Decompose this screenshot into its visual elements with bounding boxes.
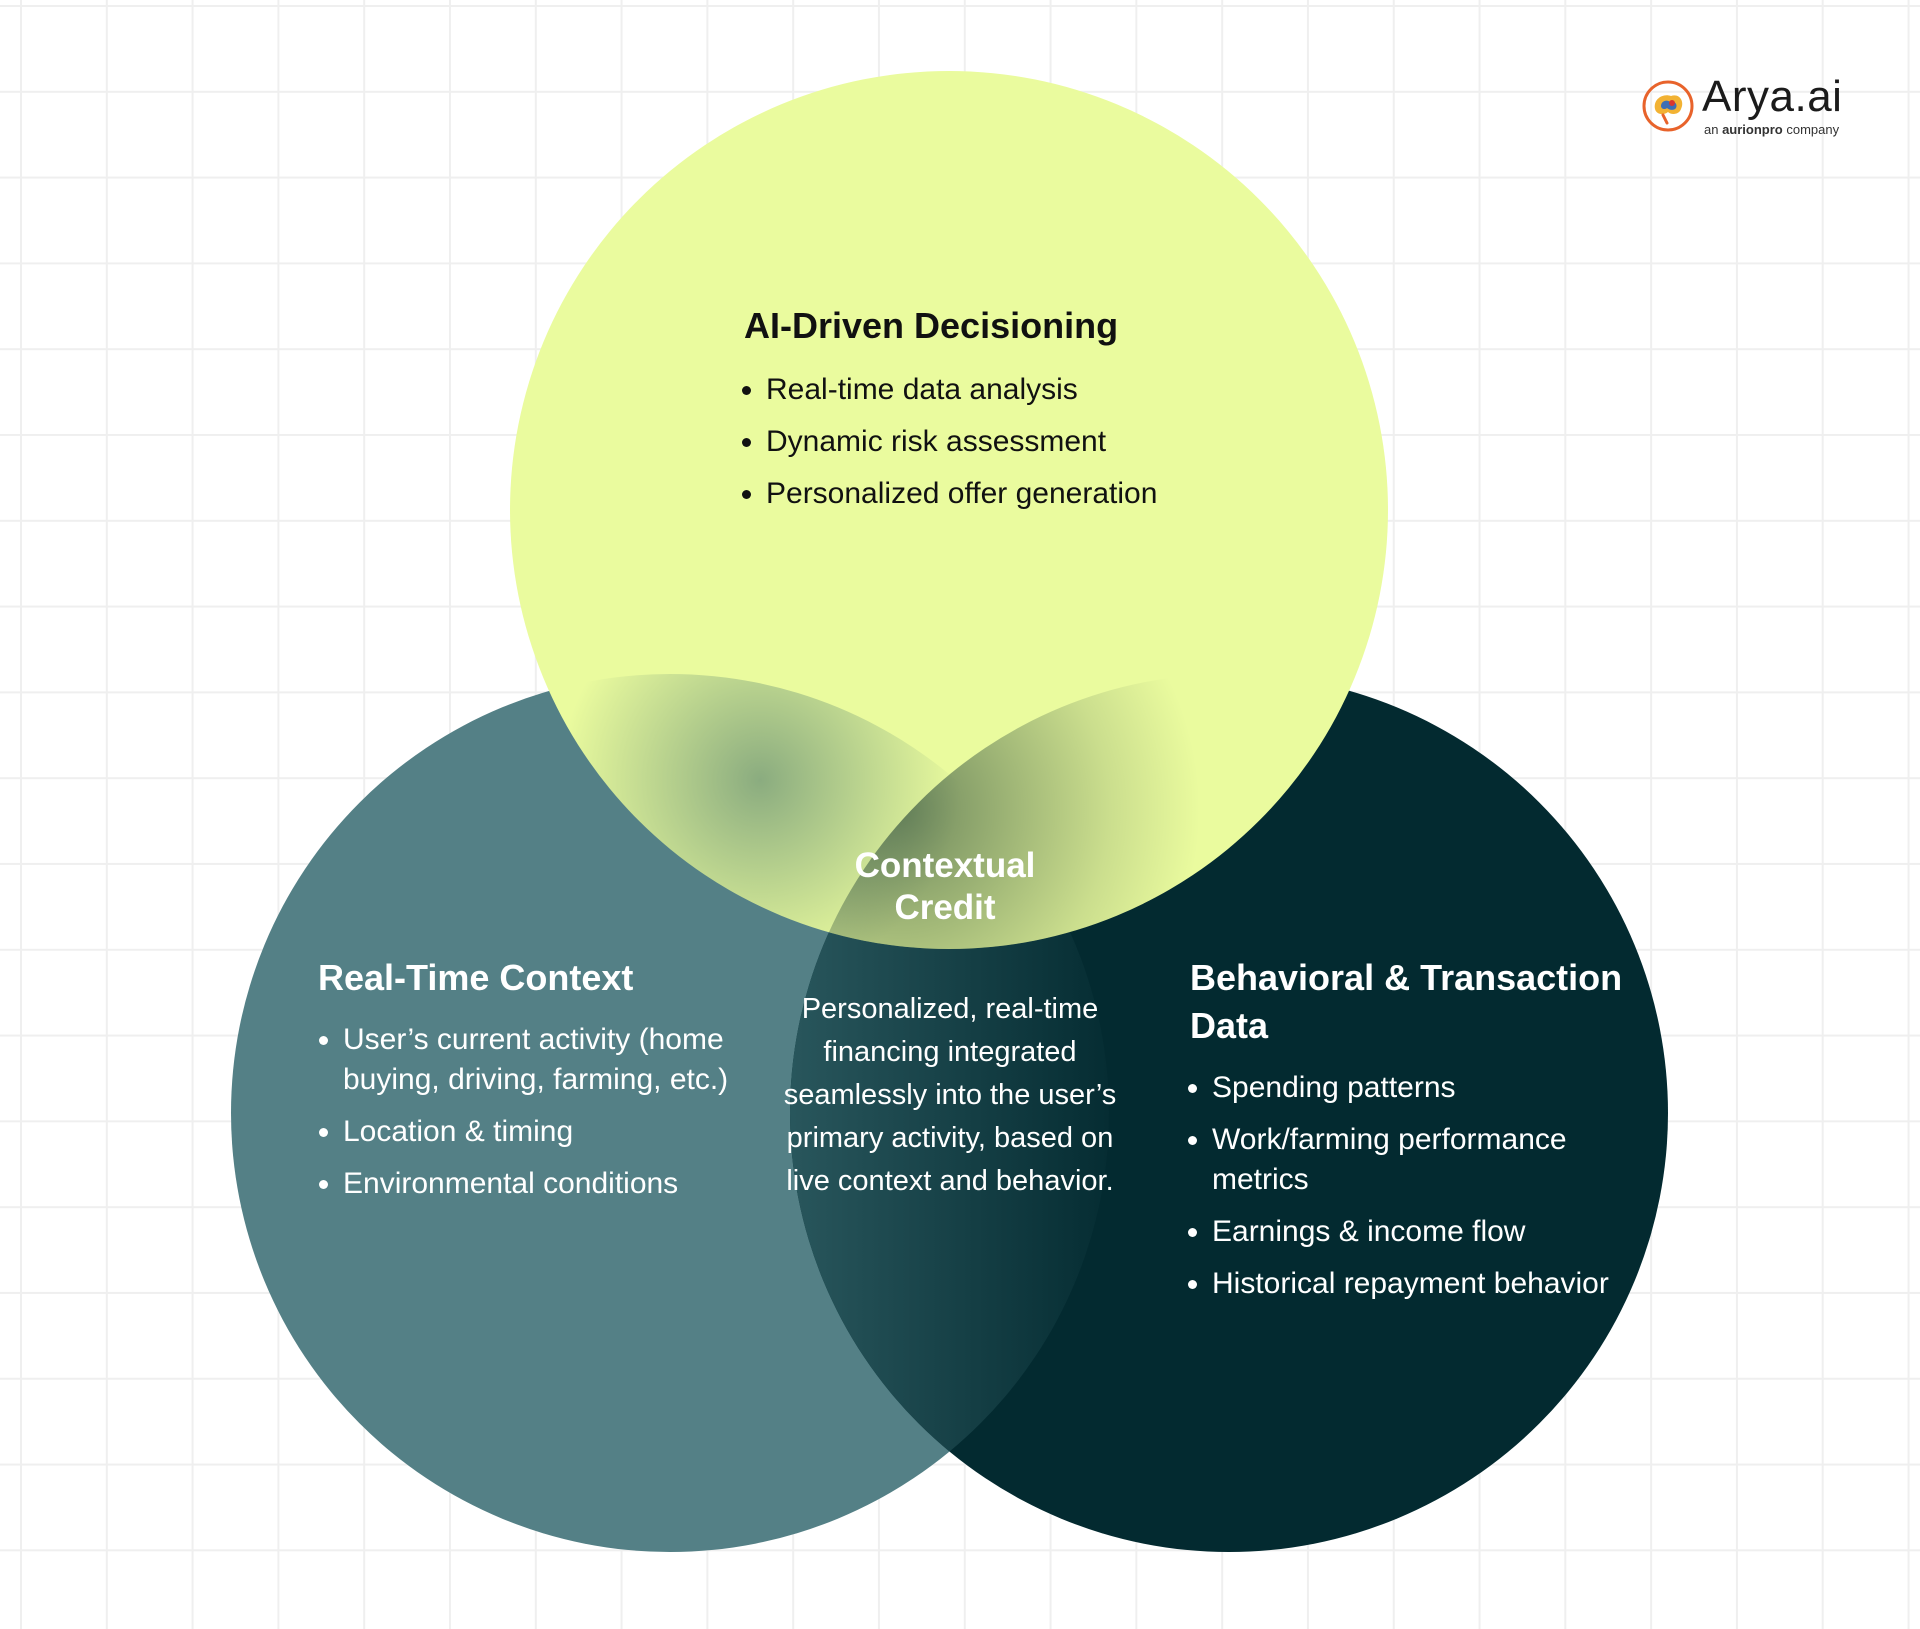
brain-logo-icon: [1642, 80, 1694, 132]
right-bullet-item: Earnings & income flow: [1212, 1212, 1652, 1252]
top-title: AI-Driven Decisioning: [744, 305, 1119, 346]
left-bullet-list: User’s current activity (home buying, dr…: [317, 1020, 743, 1216]
right-bullet-item: Work/farming performance metrics: [1212, 1120, 1652, 1200]
left-bullet-item: Location & timing: [343, 1112, 743, 1152]
left-title: Real-Time Context: [318, 957, 634, 998]
left-bullet-item: User’s current activity (home buying, dr…: [343, 1020, 743, 1100]
logo-tagline: an aurionpro company: [1704, 122, 1840, 137]
top-bullet-item: Personalized offer generation: [766, 474, 1246, 514]
center-title: Contextual Credit: [854, 846, 1036, 927]
right-title: Behavioral & Transaction Data: [1190, 957, 1623, 1046]
right-bullet-item: Historical repayment behavior: [1212, 1264, 1652, 1304]
top-right-overlap: [790, 674, 1388, 949]
top-bullet-item: Dynamic risk assessment: [766, 422, 1246, 462]
left-bullet-item: Environmental conditions: [343, 1164, 743, 1204]
right-bullet-list: Spending patternsWork/farming performanc…: [1186, 1068, 1652, 1316]
arya-logo: Arya.ai an aurionpro company: [1638, 72, 1842, 144]
logo-wordmark: Arya.ai: [1702, 72, 1843, 121]
right-bullet-item: Spending patterns: [1212, 1068, 1652, 1108]
top-bullet-list: Real-time data analysisDynamic risk asse…: [740, 370, 1246, 526]
top-bullet-item: Real-time data analysis: [766, 370, 1246, 410]
center-description: Personalized, real-time financing integr…: [783, 993, 1117, 1197]
